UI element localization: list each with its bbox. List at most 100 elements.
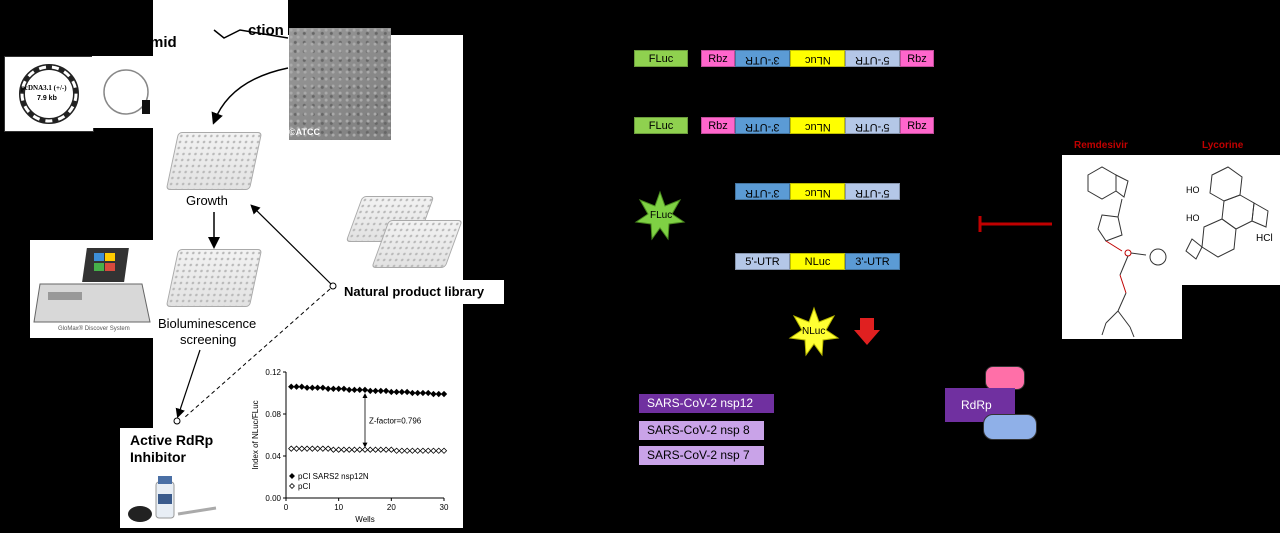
- fluc-star-icon: [634, 190, 686, 241]
- pci-data-point: [340, 446, 348, 453]
- rdrp-nsp7-shape: [983, 414, 1037, 440]
- pci-data-point: [388, 446, 395, 453]
- segment-label: 5'-UTR: [855, 187, 890, 199]
- natural-product-label-box: Natural product library: [336, 280, 504, 304]
- nsp12n-data-point: [324, 385, 332, 392]
- y-tick-label: 0.12: [265, 368, 281, 377]
- nsp12n-data-point: [403, 388, 411, 396]
- plasmid-name: pcDNA3.1 (+/-): [21, 84, 67, 92]
- pci-data-point: [298, 445, 305, 452]
- pci-data-point: [319, 445, 327, 452]
- segment-label: Rbz: [907, 120, 927, 132]
- growth-label: Growth: [186, 193, 228, 208]
- legend-marker: [289, 473, 295, 479]
- pci-data-point: [409, 447, 416, 454]
- legend-marker: [289, 483, 295, 489]
- construct-row1-segment: Rbz: [701, 50, 735, 67]
- nsp7-label: SARS-CoV-2 nsp 7: [639, 446, 764, 465]
- pci-data-point: [356, 446, 363, 453]
- segment-label: NLuc: [804, 121, 831, 133]
- nsp12n-data-point: [330, 385, 337, 392]
- y-tick-label: 0.04: [265, 452, 281, 461]
- lycorine-title: Lycorine: [1202, 140, 1244, 151]
- active-inhibitor-line1: Active RdRp: [130, 432, 214, 448]
- pci-data-point: [324, 445, 332, 452]
- pci-data-point: [430, 447, 437, 454]
- lycorine-molecule-icon: [1185, 166, 1269, 260]
- natural-product-label: Natural product library: [344, 284, 485, 299]
- nsp12n-data-point: [356, 386, 363, 394]
- construct-row2-segment: 3'-UTR: [735, 117, 790, 134]
- pci-data-point: [293, 445, 300, 452]
- nsp12n-data-point: [388, 388, 395, 396]
- construct-row4-segment: NLuc: [790, 253, 845, 270]
- x-tick-label: 20: [387, 503, 396, 512]
- pci-data-point: [382, 446, 390, 453]
- lycorine-hcl: HCl: [1256, 233, 1273, 244]
- nsp12n-data-point: [293, 383, 300, 390]
- natural-product-plates: [342, 188, 463, 276]
- nsp12n-data-point: [382, 387, 390, 395]
- segment-label: Rbz: [907, 53, 927, 65]
- pci-data-point: [303, 445, 311, 452]
- nsp12n-data-point: [335, 385, 342, 392]
- nsp12n-data-point: [435, 390, 442, 398]
- construct-row2-segment: Rbz: [900, 117, 934, 134]
- workflow-arrows: [173, 29, 337, 425]
- pci-data-point: [440, 447, 448, 454]
- pci-data-point: [425, 447, 432, 454]
- construct-row2-segment: FLuc: [634, 117, 688, 134]
- nsp12n-data-point: [367, 387, 374, 395]
- pci-data-point: [414, 447, 421, 454]
- segment-label: 3'-UTR: [745, 187, 780, 199]
- pci-data-point: [330, 446, 337, 453]
- nsp12n-data-point: [319, 384, 327, 391]
- y-tick-label: 0.08: [265, 410, 281, 419]
- segment-label: FLuc: [648, 53, 674, 65]
- pci-data-point: [309, 445, 316, 452]
- instrument-caption: GloMax® Discover System: [58, 326, 130, 332]
- pci-data-point: [398, 447, 406, 454]
- pci-data-point: [419, 447, 427, 454]
- pci-data-point: [288, 445, 295, 452]
- nsp12n-data-point: [346, 386, 353, 394]
- construct-row4-segment: 5'-UTR: [735, 253, 790, 270]
- pci-data-point: [377, 446, 384, 453]
- decrease-arrow-icon: [854, 318, 880, 345]
- lycorine-ho-2: HO: [1186, 213, 1200, 223]
- vial-icon: [128, 476, 217, 522]
- plasmid-circle-icon: [19, 64, 79, 124]
- segment-label: 3'-UTR: [745, 121, 780, 133]
- nsp12n-data-point: [309, 384, 316, 391]
- construct-row1-segment: NLuc: [790, 50, 845, 67]
- nsp12n-data-point: [351, 386, 358, 394]
- nsp12n-data-point: [288, 383, 295, 390]
- vector-circle-icon: [103, 69, 150, 115]
- segment-label: FLuc: [648, 120, 674, 132]
- nsp12n-data-point: [361, 386, 369, 394]
- construct-row4-segment: 3'-UTR: [845, 253, 900, 270]
- nsp12n-data-point: [425, 389, 432, 397]
- y-axis-label: Index of NLuc/FLuc: [251, 400, 260, 469]
- active-inhibitor-line2: Inhibitor: [130, 449, 186, 465]
- glomax-instrument: GloMax® Discover System: [30, 240, 154, 338]
- inhibition-line: [978, 216, 1052, 232]
- plasmid-size: 7.9 kb: [37, 95, 57, 102]
- nluc-star-label: NLuc: [802, 326, 826, 337]
- segment-label: 5'-UTR: [855, 54, 890, 66]
- bioluminescence-label-line1: Bioluminescence: [158, 316, 257, 331]
- segment-label: Rbz: [708, 53, 728, 65]
- zfactor-arrow-head-down: [362, 442, 368, 448]
- segment-label: 3'-UTR: [855, 256, 890, 268]
- nsp12n-data-point: [298, 383, 305, 390]
- cell-culture-image: ©ATCC: [289, 28, 391, 140]
- x-tick-label: 0: [284, 503, 289, 512]
- pci-data-point: [351, 446, 358, 453]
- zfactor-arrow-head-up: [362, 392, 368, 398]
- pci-data-point: [403, 447, 411, 454]
- nsp12n-data-point: [419, 389, 427, 397]
- y-tick-label: 0.00: [265, 494, 281, 503]
- segment-label: NLuc: [804, 54, 831, 66]
- construct-row2-segment: Rbz: [701, 117, 735, 134]
